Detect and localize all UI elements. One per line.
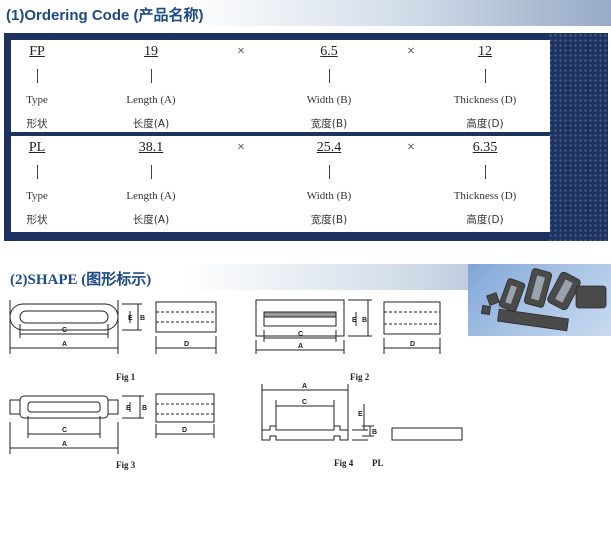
- fig1-caption: Fig 1: [116, 372, 136, 382]
- type-label: Type: [26, 190, 48, 202]
- dim-e: E: [126, 405, 131, 412]
- thickness-label-cn: 高度(D): [466, 118, 504, 130]
- dim-d: D: [184, 341, 189, 348]
- dim-a: A: [62, 441, 67, 448]
- pointer-line: [485, 165, 486, 179]
- pointer-line: [37, 69, 38, 83]
- dim-a: A: [62, 341, 67, 348]
- thickness-label-cn: 高度(D): [466, 214, 504, 226]
- dim-d: D: [182, 427, 187, 434]
- ordering-code-frame: FP 19 × 6.5 × 12 Type Length (A) Width (…: [4, 33, 608, 241]
- type-label-cn: 形状: [26, 214, 48, 226]
- width-value: 6.5: [320, 44, 338, 59]
- pointer-line: [37, 165, 38, 179]
- pointer-line: [485, 69, 486, 83]
- type-code: FP: [29, 44, 45, 59]
- length-label-cn: 长度(A): [132, 118, 170, 130]
- times-sign: ×: [407, 44, 415, 59]
- length-value: 38.1: [138, 140, 164, 155]
- fig3-caption: Fig 3: [116, 460, 136, 470]
- times-sign: ×: [237, 140, 245, 155]
- width-label-cn: 宽度(B): [310, 214, 348, 226]
- width-label: Width (B): [306, 190, 352, 202]
- dim-e: E: [128, 315, 133, 322]
- dim-e: E: [352, 317, 357, 324]
- dim-c: C: [302, 399, 307, 406]
- width-label: Width (B): [306, 94, 352, 106]
- dim-e: E: [358, 411, 363, 418]
- width-value: 25.4: [316, 140, 342, 155]
- dim-c: C: [62, 427, 67, 434]
- pointer-line: [151, 165, 152, 179]
- dim-a: A: [302, 383, 307, 390]
- dim-b: B: [372, 429, 377, 436]
- ordering-code-row-pl: PL 38.1 × 25.4 × 6.35 Type Length (A) Wi…: [11, 136, 550, 232]
- pointer-line: [329, 165, 330, 179]
- dim-b: B: [140, 315, 145, 322]
- pointer-line: [151, 69, 152, 83]
- type-label: Type: [26, 94, 48, 106]
- fig3-drawing: C A E B D Fig 3: [4, 386, 234, 481]
- width-label-cn: 宽度(B): [310, 118, 348, 130]
- thickness-label: Thickness (D): [453, 94, 517, 106]
- type-label-cn: 形状: [26, 118, 48, 130]
- fig4-caption: Fig 4: [334, 458, 354, 468]
- thickness-value: 6.35: [472, 140, 498, 155]
- thickness-label: Thickness (D): [453, 190, 517, 202]
- type-code: PL: [28, 140, 46, 155]
- dim-c: C: [298, 331, 303, 338]
- dim-a: A: [298, 343, 303, 350]
- dim-c: C: [62, 327, 67, 334]
- fig2-drawing: C A E B D Fig 2: [250, 292, 450, 397]
- product-photo: [468, 264, 611, 336]
- length-label: Length (A): [126, 94, 176, 106]
- times-sign: ×: [407, 140, 415, 155]
- dim-b: B: [142, 405, 147, 412]
- length-label-cn: 长度(A): [132, 214, 170, 226]
- thickness-value: 12: [478, 44, 492, 59]
- shape-title: (2)SHAPE (图形标示): [10, 272, 152, 288]
- pointer-line: [329, 69, 330, 83]
- fig2-caption: Fig 2: [350, 372, 370, 382]
- fig1-drawing: C A E B D Fig 1: [4, 292, 234, 397]
- times-sign: ×: [237, 44, 245, 59]
- fig4-type: PL: [372, 458, 384, 468]
- ordering-code-title: (1)Ordering Code (产品名称): [6, 7, 204, 24]
- dim-d: D: [410, 341, 415, 348]
- dim-b: B: [362, 317, 367, 324]
- length-value: 19: [144, 44, 158, 59]
- ordering-code-header: (1)Ordering Code (产品名称): [0, 0, 611, 26]
- dotted-pattern: [548, 33, 608, 241]
- length-label: Length (A): [126, 190, 176, 202]
- fig4-drawing: A C E B Fig 4 PL: [250, 380, 470, 480]
- ordering-code-row-fp: FP 19 × 6.5 × 12 Type Length (A) Width (…: [11, 40, 550, 132]
